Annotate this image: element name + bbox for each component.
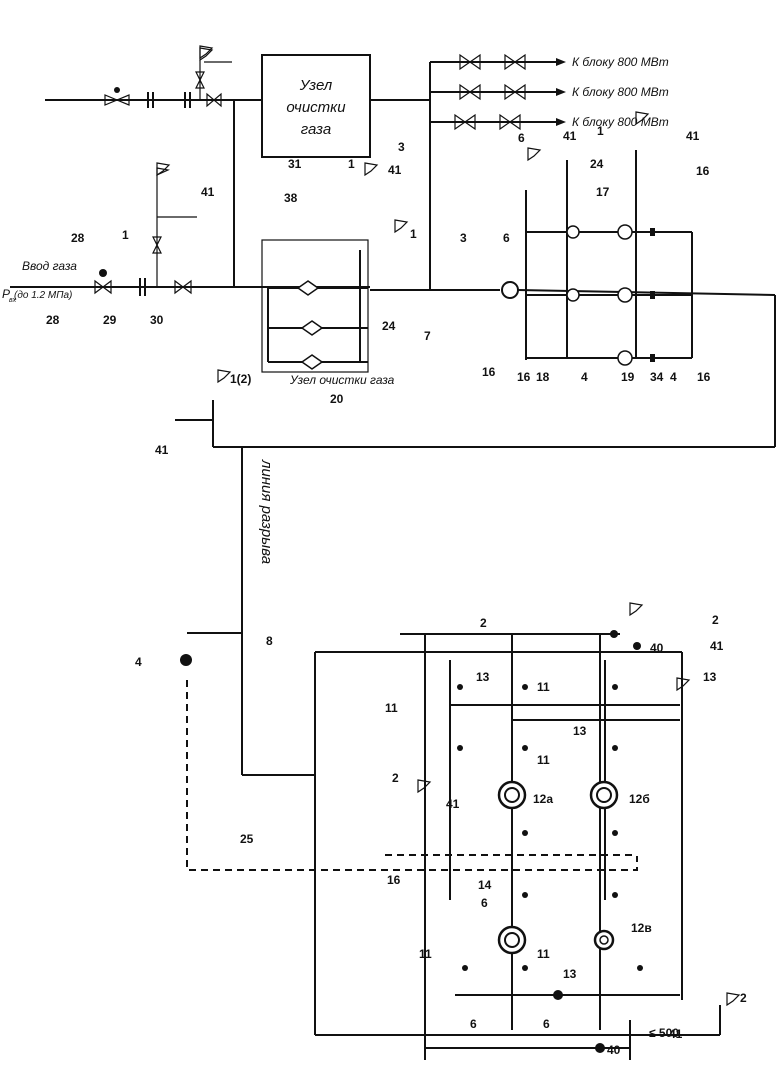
output-branches: К блоку 800 МВт К блоку 800 МВт К блоку … (430, 53, 669, 131)
callout-41-mid: 41 (446, 797, 460, 811)
callout-16-c: 16 (697, 370, 711, 384)
callout-4-bottom: 4 (135, 655, 142, 669)
distribution-block (370, 150, 776, 366)
callout-numbers: 28 28 29 30 1 41 31 1 41 38 1 3 3 6 6 41… (46, 124, 747, 1057)
callout-28-top: 28 (71, 231, 85, 245)
callout-11-d: 11 (537, 947, 550, 961)
callout-2-top: 2 (480, 616, 487, 630)
main-inlet-pipeline (10, 62, 431, 290)
output-label-3: К блоку 800 МВт (572, 115, 669, 129)
output-label-1: К блоку 800 МВт (572, 55, 669, 69)
callout-2-right: 2 (712, 613, 719, 627)
callout-6-mid: 6 (503, 231, 510, 245)
gas-cleaning-block: Узел очистки газа (261, 54, 371, 158)
callout-2-bottom: 2 (740, 991, 747, 1005)
callout-1-left: 1 (122, 228, 129, 242)
filter-node: Узел очистки газа (261, 239, 395, 387)
callout-41-top: 41 (563, 129, 577, 143)
callout-41-break: 41 (155, 443, 169, 457)
callout-25: 25 (240, 832, 254, 846)
callout-31: 31 (288, 157, 302, 171)
cleaning-block-title-2: очистки (286, 99, 346, 116)
callout-40-top: 40 (650, 641, 664, 655)
callout-30: 30 (150, 313, 164, 327)
filter-node-label: Узел очистки газа (289, 373, 395, 387)
callout-4-right: 4 (670, 370, 677, 384)
callout-28-bottom: 28 (46, 313, 60, 327)
callout-6-a: 6 (481, 896, 488, 910)
callout-3-mid: 3 (460, 231, 467, 245)
callout-4-top: 4 (581, 370, 588, 384)
callout-1-right: 1 (597, 124, 604, 138)
callout-11-left: 11 (385, 701, 398, 715)
pressure-subscript: вх (9, 297, 17, 304)
callout-6-c: 6 (543, 1017, 550, 1031)
callout-18: 18 (536, 370, 550, 384)
callout-41-bottom-right: 41 (710, 639, 724, 653)
callout-17: 17 (596, 185, 610, 199)
callout-12v: 12в (631, 921, 652, 935)
callout-38: 38 (284, 191, 298, 205)
callout-12b: 12б (629, 792, 650, 806)
callout-16-bottom: 16 (387, 873, 401, 887)
inlet-valves (104, 47, 232, 108)
height-note: ≤ 500 (649, 1026, 679, 1040)
callout-41-right: 41 (686, 129, 700, 143)
callout-19: 19 (621, 370, 635, 384)
callout-1-filter: 1 (348, 157, 355, 171)
return-line: линия разрыва (175, 295, 776, 620)
callout-1-2: 1(2) (230, 372, 251, 386)
callout-3-top: 3 (398, 140, 405, 154)
callout-2-mid: 2 (392, 771, 399, 785)
callout-14: 14 (478, 878, 492, 892)
callout-6-top: 6 (518, 131, 525, 145)
callout-13-b: 13 (703, 670, 717, 684)
dashed-bypass-line (186, 680, 638, 871)
callout-16-a: 16 (482, 365, 496, 379)
callout-40-bottom: 40 (607, 1043, 621, 1057)
burners (497, 780, 619, 955)
callout-12a: 12а (533, 792, 553, 806)
callout-13-a: 13 (476, 670, 490, 684)
vent-flags (156, 45, 741, 1007)
callout-13-c: 13 (573, 724, 587, 738)
left-inlet-valves (94, 167, 197, 296)
output-label-2: К блоку 800 МВт (572, 85, 669, 99)
callout-24-mid: 24 (382, 319, 396, 333)
bottom-pipeline (187, 620, 721, 1060)
callout-16-b: 16 (517, 370, 531, 384)
callout-6-b: 6 (470, 1017, 477, 1031)
callout-1-mid: 1 (410, 227, 417, 241)
callout-29: 29 (103, 313, 117, 327)
callout-34: 34 (650, 370, 664, 384)
callout-11-a: 11 (537, 680, 550, 694)
pressure-note: (до 1.2 МПа) (14, 290, 72, 301)
callout-11-c: 11 (419, 947, 432, 961)
valve-markers (180, 630, 643, 1053)
gas-input-labels: Ввод газа P вх (до 1.2 МПа) (2, 259, 77, 304)
callout-11-b: 11 (537, 753, 550, 767)
break-line-label: линия разрыва (258, 459, 275, 564)
callout-41-bottom: 41 (669, 1027, 683, 1041)
callout-8: 8 (266, 634, 273, 648)
pressure-symbol: P (2, 287, 10, 301)
callout-41-filter: 41 (388, 163, 402, 177)
callout-13-d: 13 (563, 967, 577, 981)
gas-input-label: Ввод газа (22, 259, 77, 273)
callout-24-top: 24 (590, 157, 604, 171)
callout-20: 20 (330, 392, 344, 406)
callout-7: 7 (424, 329, 431, 343)
callout-16-top: 16 (696, 164, 710, 178)
cleaning-block-title-1: Узел (299, 77, 333, 94)
callout-41-left: 41 (201, 185, 215, 199)
cleaning-block-title-3: газа (301, 121, 331, 138)
